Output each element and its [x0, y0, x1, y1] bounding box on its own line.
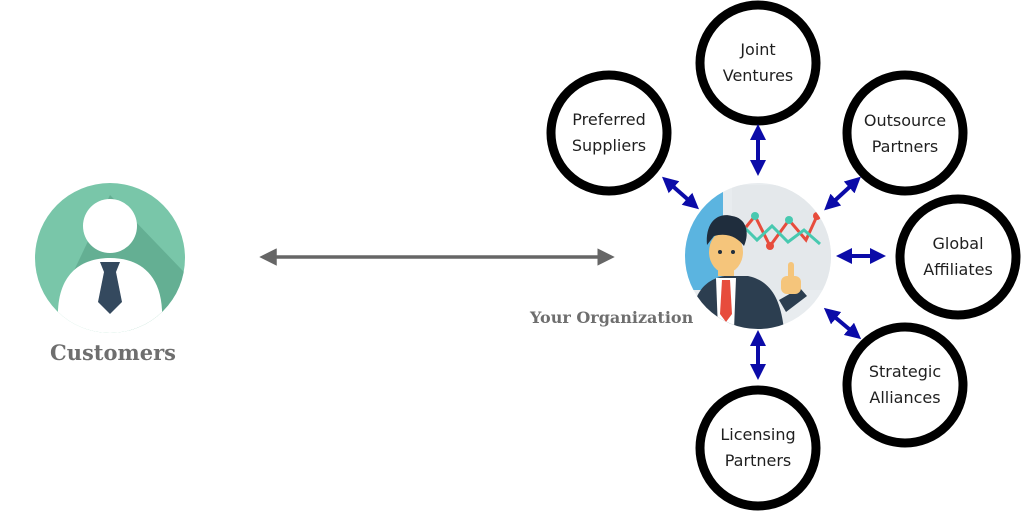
- customers-label: Customers: [50, 340, 176, 365]
- presenter-avatar-icon: [685, 183, 831, 329]
- organization-label: Your Organization: [530, 308, 694, 327]
- partner-circle-joint-ventures: [695, 0, 821, 126]
- arrow-outsource-partners: [824, 176, 861, 211]
- partner-circle-outsource-partners: [842, 70, 968, 196]
- partner-circle-preferred-suppliers: [546, 70, 672, 196]
- arrow-preferred-suppliers: [661, 176, 700, 210]
- partner-circle-licensing-partners: [695, 385, 821, 511]
- partner-circle-global-affiliates: [895, 194, 1021, 320]
- customer-avatar-icon: [35, 183, 185, 333]
- partner-circle-strategic-alliances: [842, 322, 968, 448]
- arrow-strategic-alliances: [823, 307, 862, 340]
